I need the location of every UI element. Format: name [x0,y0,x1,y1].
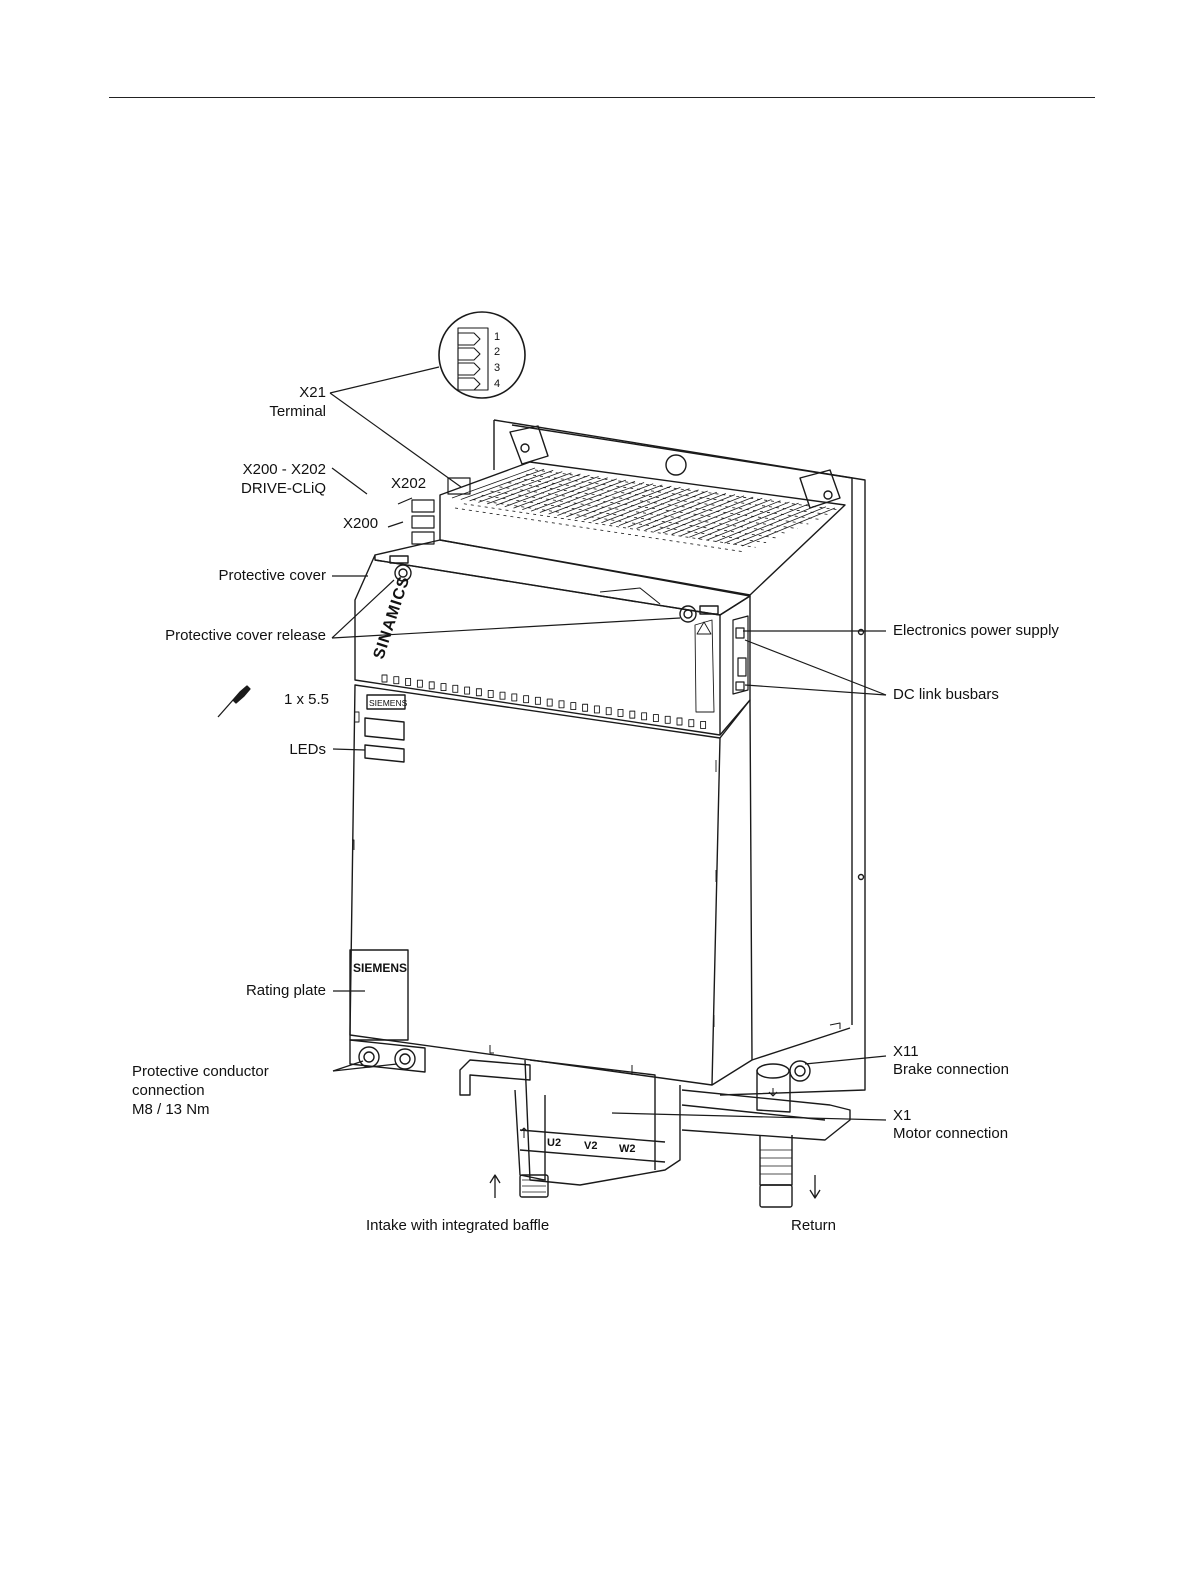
label-pe-line3: M8 / 13 Nm [132,1101,210,1118]
label-protective-cover: Protective cover [218,567,326,584]
terminal-pin-4: 4 [494,378,500,390]
label-leds: LEDs [289,741,326,758]
led-panel [364,744,405,763]
terminal-pin-1: 1 [494,331,500,343]
label-protective-cover-release: Protective cover release [165,627,326,644]
terminal-pin-2: 2 [494,346,500,358]
label-screwdriver-size: 1 x 5.5 [284,691,330,708]
flow-arrows [489,1174,821,1199]
label-x21-id: X21 [299,384,326,401]
label-drivecliq-range: X200 - X202 [242,461,326,478]
label-x202: X202 [391,475,427,492]
label-motor-connection: Motor connection [893,1125,1009,1142]
terminal-pin-3: 3 [494,362,500,374]
heatsink-grille [439,461,846,596]
label-return: Return [791,1217,837,1234]
main-housing: SIEMENS SIEMENS [349,684,851,1086]
label-brake-connection: Brake connection [893,1061,1009,1078]
header-rule [109,97,1095,98]
label-rating-plate: Rating plate [245,982,326,999]
terminal-u2: U2 [547,1137,561,1149]
label-x21-terminal: Terminal [269,403,326,420]
label-intake: Intake with integrated baffle [366,1217,550,1234]
siemens-front-label [366,694,406,710]
label-electronics-power-supply: Electronics power supply [893,622,1059,639]
terminal-w2: W2 [619,1143,636,1155]
pe-connection-bolts [349,1039,426,1073]
drivecliq-sockets [411,477,471,545]
rating-plate-box [349,949,409,1041]
label-x1-id: X1 [893,1107,912,1124]
protective-cover-section: SINAMICS [354,539,751,736]
label-drivecliq: DRIVE-CLiQ [240,480,326,497]
intake-arrow-icon [489,1174,501,1198]
label-x200: X200 [343,515,379,532]
lower-connection-area: U2 V2 W2 [459,1022,851,1208]
svg-text:SIEMENS: SIEMENS [353,961,407,975]
terminal-detail-callout: 1 2 3 4 [438,311,526,399]
brake-connector [789,1060,811,1082]
label-x11-id: X11 [893,1043,919,1060]
label-pe-line1: Protective conductor [132,1063,269,1080]
svg-text:SIEMENS: SIEMENS [369,698,408,708]
leader-lines [329,366,887,1121]
dc-link-busbar-blocks [732,615,749,695]
cover-release-screw-left [394,564,412,582]
label-pe-line2: connection [132,1082,205,1099]
mounting-plate [493,419,866,1096]
cover-release-screw-right [679,605,697,623]
return-arrow-icon [809,1175,821,1199]
label-dc-link-busbars: DC link busbars [893,686,999,703]
sinamics-brand: SINAMICS [371,574,414,661]
terminal-block-icon [457,327,489,391]
screwdriver-icon [217,685,251,718]
terminal-v2: V2 [584,1140,597,1152]
